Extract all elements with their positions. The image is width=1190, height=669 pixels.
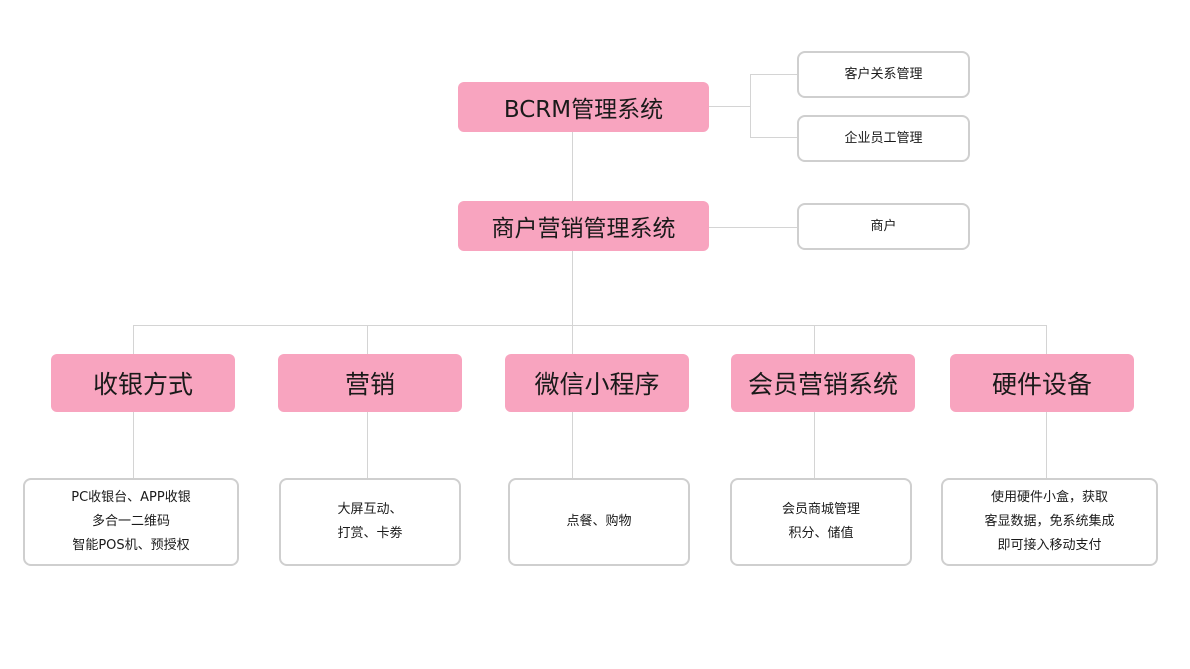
hardware-detail-line-1: 使用硬件小盒，获取 [990, 490, 1108, 505]
merchant-label: 商户 [870, 218, 897, 234]
connector-cat-5-up [1046, 325, 1047, 354]
hardware-detail-line-3: 即可接入移动支付 [997, 538, 1102, 553]
category-member-marketing-node: 会员营销系统 [731, 354, 915, 412]
connector-cat-1-down [133, 412, 134, 478]
member-detail-line-1: 会员商城管理 [781, 502, 860, 517]
marketing-detail-line-2: 打赏、卡劵 [337, 526, 403, 541]
connector-horizontal-bus [133, 325, 1046, 326]
connector-top-bracket [750, 74, 751, 137]
connector-cat-2-down [367, 412, 368, 478]
connector-cat-1-up [133, 325, 134, 354]
category-cashier-node: 收银方式 [51, 354, 235, 412]
customer-relationship-label: 客户关系管理 [844, 66, 923, 82]
connector-top-right [709, 106, 751, 107]
marketing-details-box: 大屏互动、 打赏、卡劵 [279, 478, 461, 566]
hardware-details-box: 使用硬件小盒，获取 客显数据，免系统集成 即可接入移动支付 [941, 478, 1158, 566]
connector-bracket-lower [750, 137, 798, 138]
connector-cat-3-down [572, 412, 573, 478]
connector-cat-4-down [814, 412, 815, 478]
connector-top-to-merchant [572, 132, 573, 201]
cashier-detail-line-1: PC收银台、APP收银 [71, 490, 191, 505]
employee-management-box: 企业员工管理 [797, 115, 970, 162]
mini-program-detail-line-1: 点餐、购物 [566, 514, 632, 529]
bcrm-node: BCRM管理系统 [458, 82, 709, 132]
connector-bracket-upper [750, 74, 798, 75]
category-marketing-node: 营销 [278, 354, 462, 412]
employee-management-label: 企业员工管理 [844, 130, 923, 146]
cashier-detail-line-3: 智能POS机、预授权 [72, 538, 190, 553]
connector-merchant-right [709, 227, 798, 228]
marketing-detail-line-1: 大屏互动、 [337, 502, 403, 517]
mini-program-details-box: 点餐、购物 [508, 478, 690, 566]
category-mini-program-node: 微信小程序 [505, 354, 689, 412]
member-detail-line-2: 积分、储值 [788, 526, 854, 541]
cashier-details-box: PC收银台、APP收银 多合一二维码 智能POS机、预授权 [23, 478, 239, 566]
customer-relationship-box: 客户关系管理 [797, 51, 970, 98]
connector-cat-2-up [367, 325, 368, 354]
merchant-box: 商户 [797, 203, 970, 250]
member-details-box: 会员商城管理 积分、储值 [730, 478, 912, 566]
cashier-detail-line-2: 多合一二维码 [91, 514, 170, 529]
connector-cat-5-down [1046, 412, 1047, 478]
connector-merchant-down [572, 251, 573, 354]
connector-cat-4-up [814, 325, 815, 354]
hardware-detail-line-2: 客显数据，免系统集成 [984, 514, 1115, 529]
merchant-marketing-node: 商户营销管理系统 [458, 201, 709, 251]
category-hardware-node: 硬件设备 [950, 354, 1134, 412]
